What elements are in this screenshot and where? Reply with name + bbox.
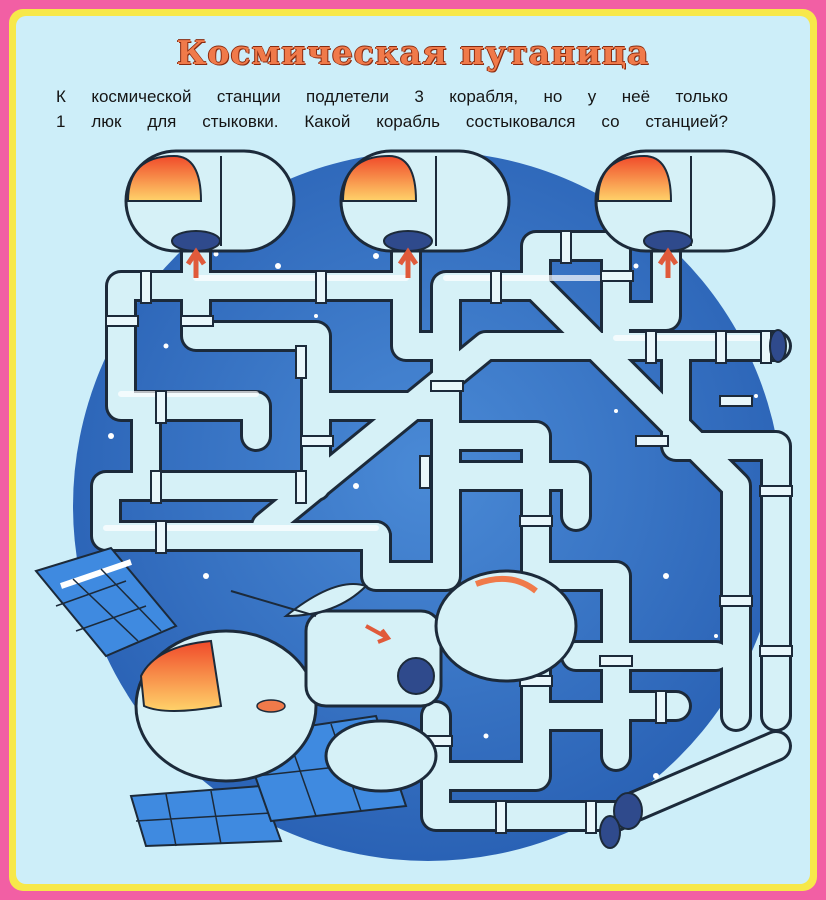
arrow-up-icon	[657, 247, 679, 278]
question-text: К космической станции подлетели 3 корабл…	[56, 84, 728, 134]
ship-middle[interactable]	[339, 149, 511, 278]
puzzle-page: Космическая путаница К космической станц…	[16, 16, 810, 884]
arrow-right-down-icon	[365, 624, 392, 644]
ship-left[interactable]	[124, 149, 296, 278]
ship-right[interactable]	[594, 149, 776, 278]
question-line-1: К космической станции подлетели 3 корабл…	[56, 87, 728, 106]
arrow-up-icon	[397, 247, 419, 278]
pipe-couplings	[105, 230, 793, 834]
docking-hatch	[397, 657, 435, 695]
solar-panel-left	[34, 546, 178, 658]
arrow-up-icon	[185, 247, 207, 278]
page-title: Космическая путаница	[176, 33, 650, 72]
pipe-openings	[599, 329, 787, 849]
antenna-dish	[283, 583, 368, 618]
space-station	[134, 569, 578, 793]
question-line-2: 1 люк для стыковки. Какой корабль состык…	[56, 112, 728, 131]
maze-illustration	[34, 149, 793, 861]
